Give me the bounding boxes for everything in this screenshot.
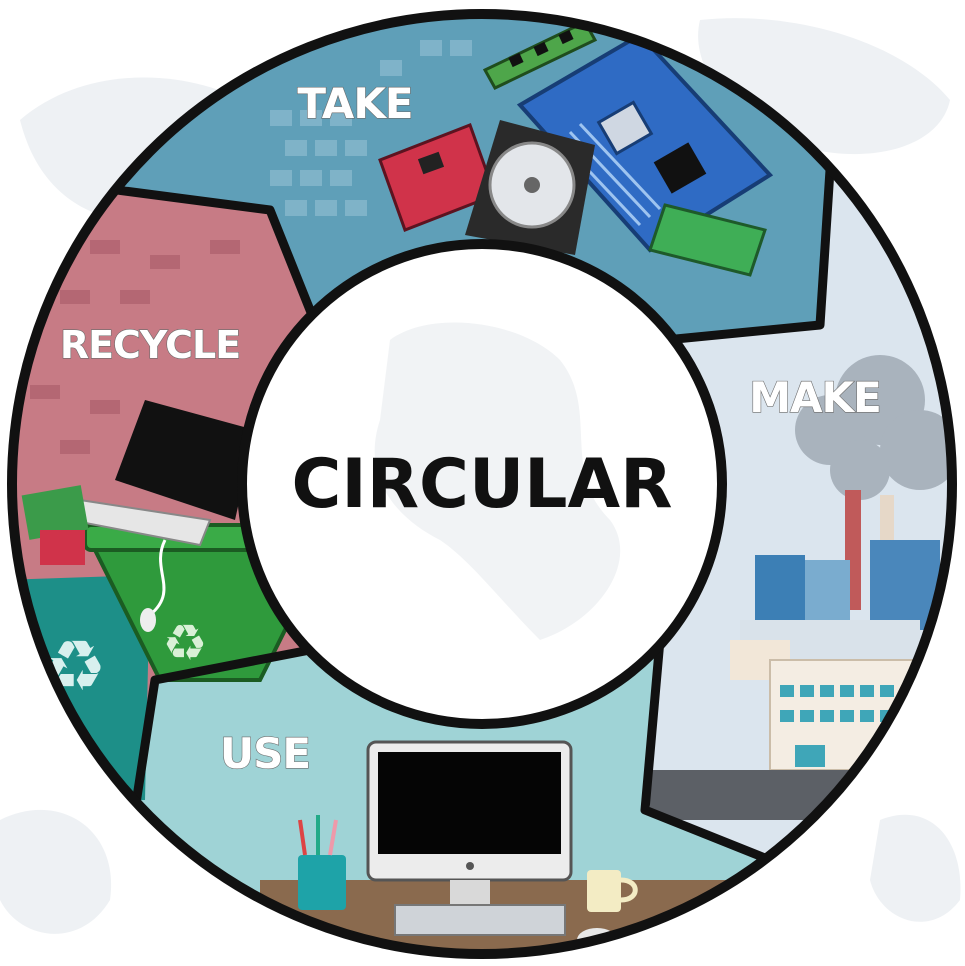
expansion-card-icon <box>378 123 497 232</box>
laptop-icon <box>68 400 255 547</box>
center-hub: CIRCULAR <box>237 239 727 729</box>
pencil-cup-icon <box>298 815 346 910</box>
circuit-board-icon <box>21 485 89 565</box>
make-label: MAKE <box>749 373 881 422</box>
svg-text:♻: ♻ <box>163 614 208 672</box>
coffee-cup-icon <box>587 870 638 912</box>
monitor-icon <box>366 740 573 936</box>
ram-stick-icon <box>482 20 598 90</box>
take-label: TAKE <box>297 79 412 128</box>
hard-drive-icon <box>465 120 595 255</box>
center-label: CIRCULAR <box>291 445 672 524</box>
network-card-icon <box>648 203 767 277</box>
mouse-cable-icon <box>149 539 167 617</box>
outer-ring <box>7 9 957 959</box>
discarded-mouse-icon <box>140 608 156 632</box>
smoke-cloud-icon <box>795 355 952 500</box>
recycle-label: RECYCLE <box>60 323 240 367</box>
segment-recycle: ♻ ♻ RECYCLE <box>12 180 320 810</box>
use-label: USE <box>220 729 310 778</box>
motherboard-icon <box>516 32 774 253</box>
